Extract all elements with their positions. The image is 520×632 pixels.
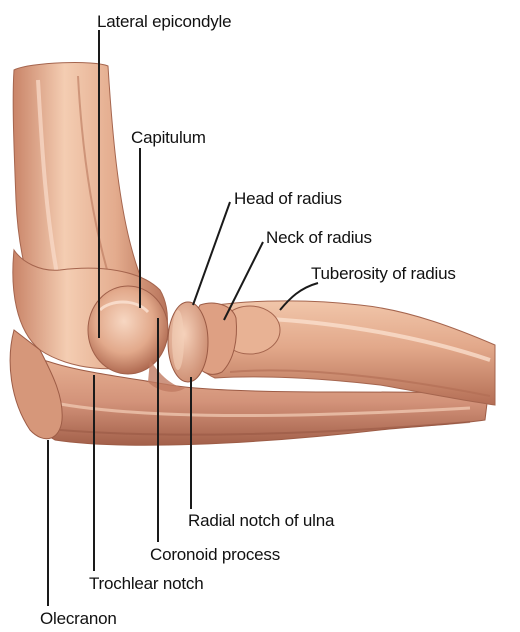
label-neck-of-radius: Neck of radius <box>266 228 372 248</box>
label-olecranon: Olecranon <box>40 609 117 629</box>
label-radial-notch-of-ulna: Radial notch of ulna <box>188 511 334 531</box>
label-capitulum: Capitulum <box>131 128 206 148</box>
label-head-of-radius: Head of radius <box>234 189 342 209</box>
label-trochlear-notch: Trochlear notch <box>89 574 203 594</box>
label-tuberosity-of-radius: Tuberosity of radius <box>311 264 456 284</box>
leader-head-of-radius <box>193 202 230 305</box>
label-lateral-epicondyle: Lateral epicondyle <box>97 12 231 32</box>
label-coronoid-process: Coronoid process <box>150 545 280 565</box>
